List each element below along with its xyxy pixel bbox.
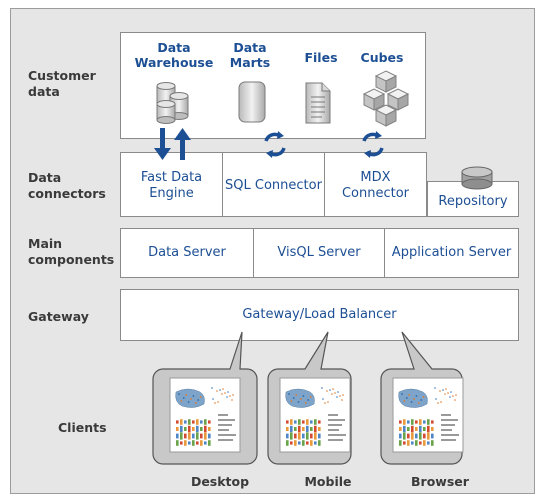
client-label-browser: Browser [411,474,469,489]
dashboard-thumbnail-desktop [169,377,241,453]
repository-label: Repository [438,194,508,209]
source-label-files: Files [304,50,338,65]
data-connectors-box [120,152,427,217]
source-label-cubes: Cubes [360,50,404,65]
cubes-icon [362,70,410,127]
connector-fast-data-engine: Fast Data Engine [140,170,203,201]
component-divider-1 [253,228,254,278]
file-icon [305,82,331,124]
row-label-main-components: Main components [28,236,115,267]
row-label-data-connectors: Data connectors [28,170,106,201]
row-label-gateway: Gateway [28,309,89,324]
connector-divider-1 [222,152,223,217]
gateway-label: Gateway/Load Balancer [242,307,397,322]
sync-icon-sql [264,131,286,158]
component-visql-server: VisQL Server [277,245,361,260]
row-label-clients: Clients [58,420,107,435]
connector-divider-2 [324,152,325,217]
dashboard-thumbnail-browser [392,377,464,453]
main-components-box [120,228,519,278]
dashboard-thumbnail-mobile [279,377,351,453]
row-label-customer-data: Customer data [28,68,96,99]
component-divider-2 [384,228,385,278]
connector-mdx: MDX Connector [341,170,410,201]
component-data-server: Data Server [148,245,226,260]
bidirectional-arrows-icon [154,128,191,160]
client-label-mobile: Mobile [304,474,352,489]
component-application-server: Application Server [391,245,512,260]
database-icon [156,82,189,124]
repository-icon [461,166,493,190]
connector-sql: SQL Connector [225,178,322,193]
sync-icon-mdx [362,131,384,158]
client-label-desktop: Desktop [190,474,250,489]
gateway-box [120,289,519,341]
data-mart-icon [238,81,266,123]
source-label-data-warehouse: Data Warehouse [134,40,214,70]
source-label-data-marts: Data Marts [229,40,271,70]
